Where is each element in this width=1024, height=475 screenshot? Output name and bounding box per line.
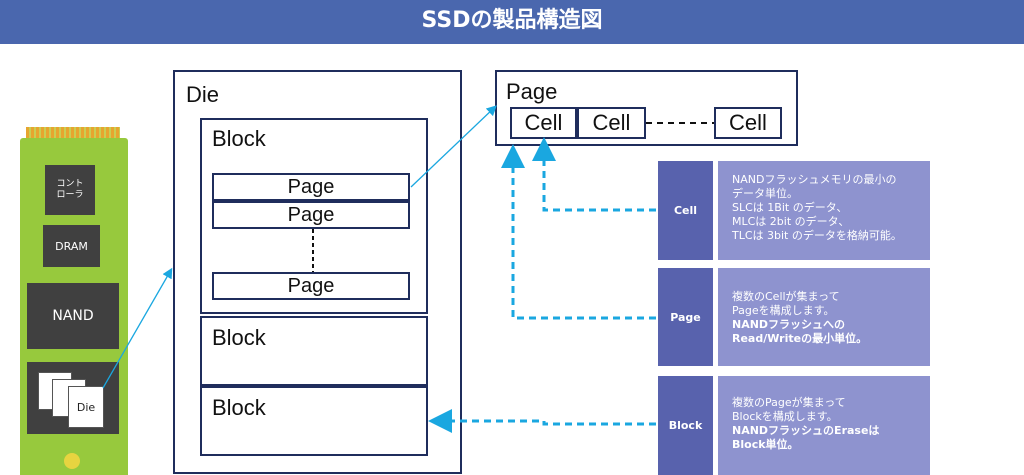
block-label: Block xyxy=(212,395,266,420)
cell-box: Cell xyxy=(510,107,577,139)
die-box xyxy=(173,70,462,474)
description-line: 複数のPageが集まって xyxy=(732,396,846,409)
ssd-mount-hole xyxy=(64,453,80,469)
dram-chip: DRAM xyxy=(43,225,100,267)
block-label: Block xyxy=(212,325,266,350)
page-tag: Page xyxy=(658,268,713,366)
description-line: Blockを構成します。 xyxy=(732,410,838,423)
description-line: Pageを構成します。 xyxy=(732,304,835,317)
description-line-bold: Read/Writeの最小単位。 xyxy=(732,332,868,345)
cell-description: NANDフラッシュメモリの最小の データ単位。 SLCは 1Bit のデータ、 … xyxy=(718,161,930,260)
nand-chip: NAND xyxy=(27,283,119,349)
page-detail-label: Page xyxy=(506,79,558,104)
page-description: 複数のCellが集まって Pageを構成します。 NANDフラッシュへの Rea… xyxy=(718,268,930,366)
cell-tag: Cell xyxy=(658,161,713,260)
description-line-bold: NANDフラッシュのEraseは xyxy=(732,424,880,437)
die-chip-label: Die xyxy=(68,386,104,428)
cell-box: Cell xyxy=(577,107,646,139)
description-line: SLCは 1Bit のデータ、 xyxy=(732,201,848,214)
controller-chip-label: コント ローラ xyxy=(56,179,84,200)
description-line: データ単位。 xyxy=(732,187,798,200)
block-description: 複数のPageが集まって Blockを構成します。 NANDフラッシュのEras… xyxy=(718,376,930,475)
description-line: 複数のCellが集まって xyxy=(732,290,840,303)
block-box xyxy=(200,118,428,314)
nand-chip-label: NAND xyxy=(52,308,94,324)
description-line: TLCは 3bit のデータを格納可能。 xyxy=(732,229,902,242)
description-line-bold: NANDフラッシュへの xyxy=(732,318,846,331)
page-row: Page xyxy=(212,201,410,229)
cell-box: Cell xyxy=(714,107,782,139)
page-callout-arrow xyxy=(501,144,656,320)
block-box xyxy=(200,386,428,456)
description-line: NANDフラッシュメモリの最小の xyxy=(732,173,897,186)
block-label: Block xyxy=(212,126,266,151)
dram-chip-label: DRAM xyxy=(55,239,88,253)
page-row: Page xyxy=(212,272,410,300)
page-title: SSDの製品構造図 xyxy=(0,0,1024,44)
block-tag: Block xyxy=(658,376,713,475)
controller-chip: コント ローラ xyxy=(45,165,95,215)
description-line: MLCは 2bit のデータ、 xyxy=(732,215,850,228)
die-label: Die xyxy=(186,82,220,107)
block-callout-arrow xyxy=(428,409,656,433)
page-row: Page xyxy=(212,173,410,201)
block-box xyxy=(200,316,428,386)
description-line-bold: Block単位。 xyxy=(732,438,799,451)
cell-callout-arrow xyxy=(532,137,656,212)
ssd-connector xyxy=(26,127,120,138)
